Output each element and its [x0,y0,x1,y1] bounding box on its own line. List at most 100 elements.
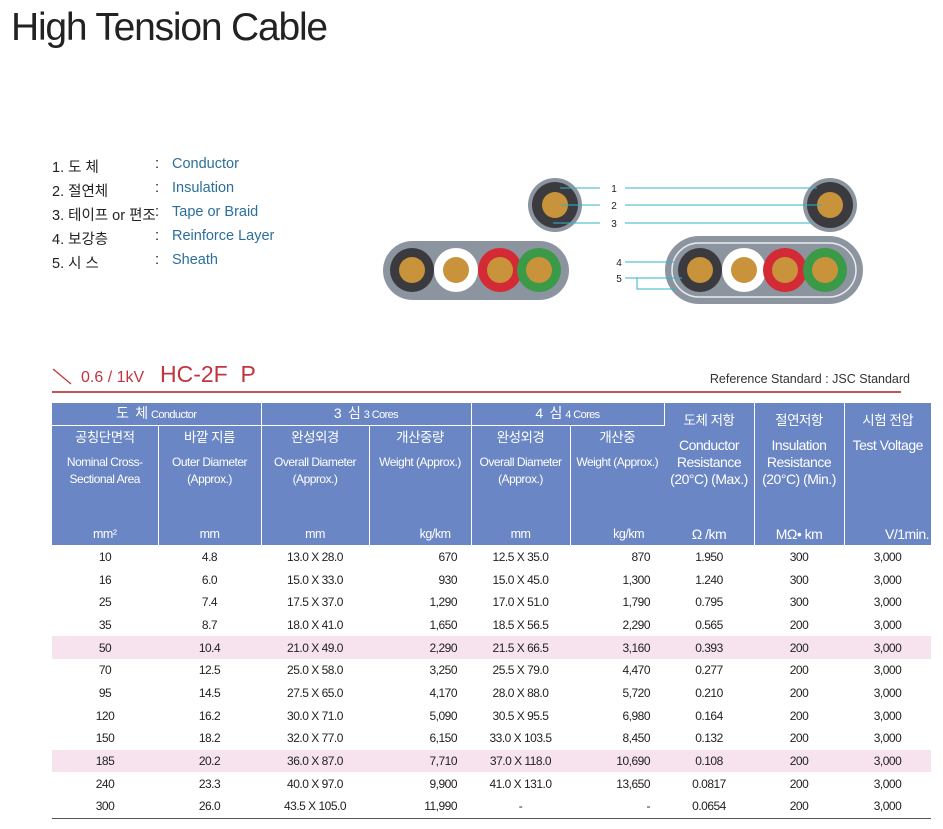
table-cell: 10,690 [570,749,664,773]
table-cell: 10.4 [158,636,261,659]
table-cell: 1,290 [429,595,457,610]
conductor [399,257,425,283]
table-cell: 670 [438,549,457,564]
col-header-insulation-resistance: 절연저항 Insulation Resistance (20°C) (Min.)… [754,403,845,546]
table-cell: 0.164 [695,708,723,723]
col-header-weight-3c: 개산중량 Weight (Approx.) [369,425,472,523]
legend-english: Conductor [172,156,239,172]
table-cell: 3,000 [844,636,931,659]
group-header-3cores: 3 심 3 Cores [261,403,472,426]
table-cell: 1.240 [695,572,723,587]
table-cell: 25.0 X 58.0 [287,663,343,678]
table-cell: 50 [52,636,158,659]
legend-korean: 4. 보강층 [52,232,109,248]
col-header-korean: 공칭단면적 [74,430,135,445]
col-header-korean: 완성외경 [496,430,545,445]
table-cell: 25 [98,595,112,610]
col-header-unit: Ω /km [691,526,727,543]
legend-english: Tape or Braid [172,204,259,220]
table-cell: 8,450 [622,731,650,746]
table-cell: 12.5 [198,663,221,678]
col-header-outer-diameter: 바깥 지름 Outer Diameter (Approx.) [158,425,262,523]
table-cell: 200 [789,617,809,632]
col-header-unit: V/1min. [885,526,929,543]
table-cell: 3,000 [873,617,902,632]
col-unit: mm [261,523,370,545]
table-cell: 18.5 X 56.5 [492,617,549,632]
voltage-rating: 0.6 / 1kV [81,369,145,386]
leader-lines-top [553,187,822,224]
conductor [812,257,838,283]
table-cell: 240 [95,776,115,791]
legend-english: Insulation [172,180,235,196]
table-cell: 11,990 [369,795,471,819]
table-cell: 9,900 [429,776,457,791]
table-cell: 930 [438,572,457,587]
spec-table: 도 체 Conductor 3 심 3 Cores 4 심 4 Cores 도체… [52,403,931,819]
group-header-4cores: 4 심 4 Cores [471,403,665,426]
table-cell: 4.8 [201,549,218,564]
table-cell: 35 [98,617,112,632]
group-header-korean: 3 심 [333,404,361,421]
col-header-korean: 절연저항 [775,413,823,429]
col-header-overall-diameter-4c: 완성외경 Overall Diameter (Approx.) [471,425,571,523]
table-cell: 200 [789,776,809,791]
table-cell: 1,790 [622,595,650,610]
col-unit: mm [471,523,571,545]
table-cell: 15.0 X 33.0 [287,572,343,587]
table-cell: 12.5 X 35.0 [492,549,549,564]
table-cell: 3,000 [873,708,902,723]
section-divider [52,391,901,393]
legend-korean: 2. 절연체 [52,184,109,200]
table-cell: 1,300 [622,572,650,587]
col-unit: kg/km [369,523,472,545]
table-cell: 40.0 X 97.0 [287,776,343,791]
group-header-korean: 도 체 [116,404,148,421]
col-header-korean: 완성외경 [291,430,339,445]
table-cell: 200 [754,636,844,659]
table-cell: 3,250 [429,663,457,678]
table-cell: 33.0 X 103.5 [489,731,552,746]
legend-colon: : [155,180,160,196]
table-cell: 300 [789,595,809,610]
table-cell: 300 [52,795,158,819]
table-cell: 41.0 X 131.0 [489,776,552,791]
conductor [772,257,798,283]
table-cell: 32.0 X 77.0 [287,731,343,746]
legend-colon: : [155,204,160,220]
table-cell: 200 [789,708,809,723]
table-cell: 3,160 [570,636,664,659]
table-cell: 3,000 [873,595,902,610]
col-unit: kg/km [570,523,664,545]
table-cell: 185 [52,749,158,773]
table-cell: 3,000 [844,749,931,773]
col-header-english: Overall Diameter (Approx.) [479,455,562,486]
table-cell: 21.0 X 49.0 [261,636,369,659]
table-cell: 3,000 [873,549,902,564]
section-header: 0.6 / 1kV HC-2F P Reference Standard : J… [52,361,912,392]
col-header-english: Nominal Cross-Sectional Area [66,455,143,486]
slash-mark-icon [52,368,72,385]
group-header-conductor: 도 체 Conductor [52,403,262,426]
table-cell: 23.3 [198,776,221,791]
table-cell: 6,150 [429,731,457,746]
col-header-korean: 도체 저항 [683,413,735,429]
table-cell: 17.5 X 37.0 [287,595,343,610]
table-cell: 7,710 [369,749,471,773]
table-cell: 2,290 [369,636,471,659]
legend-colon: : [155,156,160,172]
legend-english: Reinforce Layer [172,228,275,244]
col-header-english: Weight (Approx.) [576,455,659,469]
table-cell: 1,650 [429,617,457,632]
model-name: HC-2F P [160,361,256,387]
table-cell: 26.0 [158,795,261,819]
table-cell: 0.108 [664,749,754,773]
callout-number: 2 [611,201,617,212]
